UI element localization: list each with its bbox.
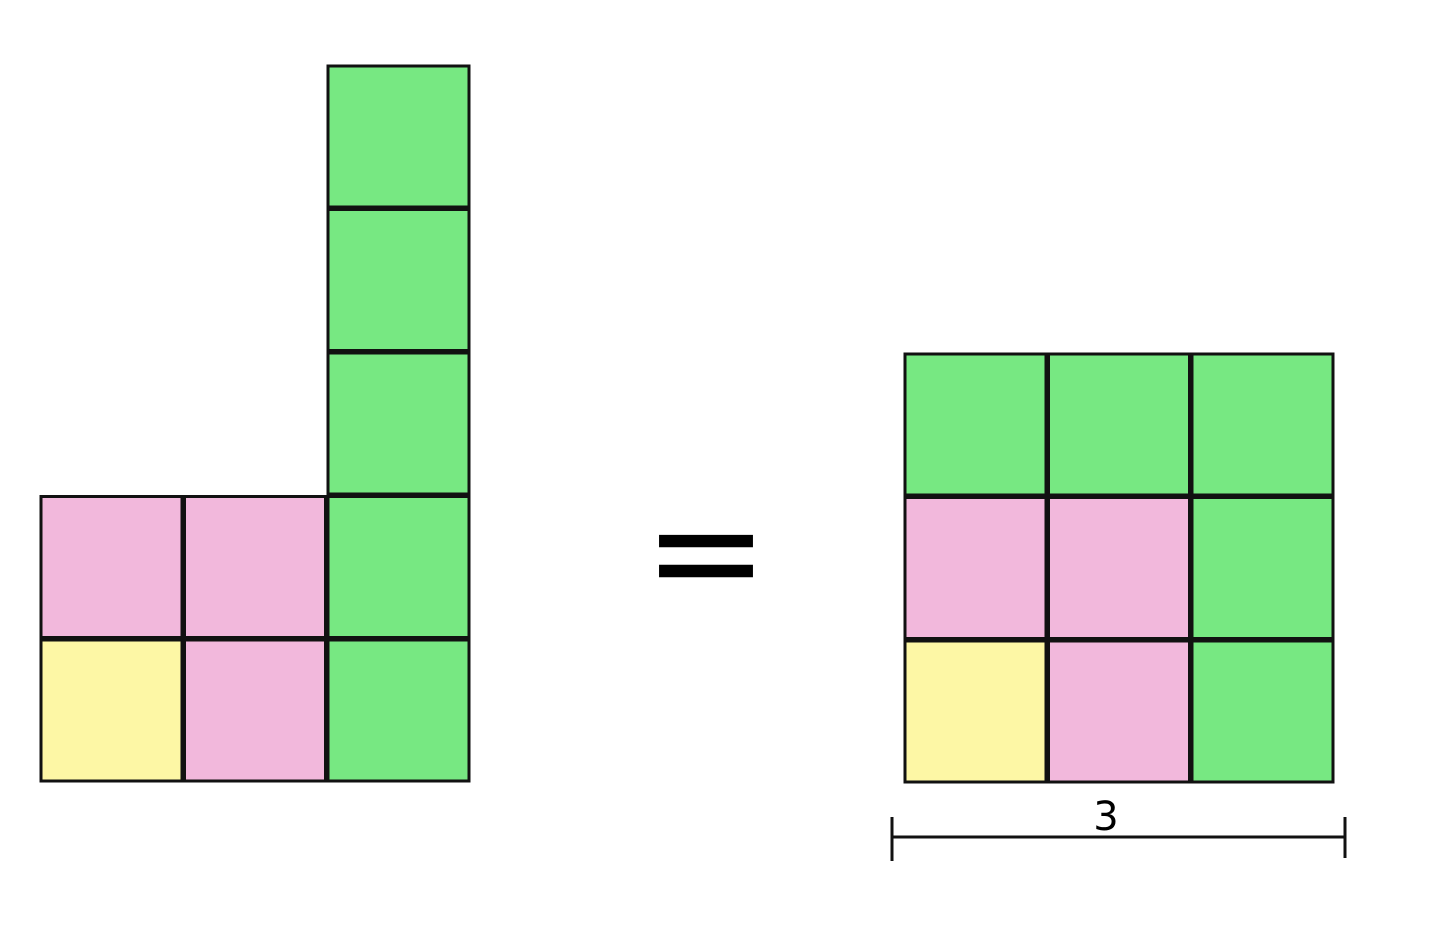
right-tile-green-1-2 (1190, 496, 1335, 640)
right-square-shape (903, 352, 1335, 784)
left-tile-green-2-1 (326, 495, 471, 639)
left-tile-green-2-2 (326, 351, 471, 496)
left-tile-green-2-3 (326, 208, 471, 352)
right-tile-green-0-1 (1047, 352, 1191, 497)
left-tile-pink-1-1 (183, 495, 327, 639)
right-tile-pink-2-1 (1047, 639, 1191, 784)
side-length-label: 3 (1093, 794, 1118, 840)
right-tile-yellow-2-0 (903, 639, 1048, 784)
left-tile-pink-0-1 (39, 495, 184, 639)
left-tile-green-2-0 (326, 638, 471, 783)
right-tile-green-0-0 (903, 352, 1048, 497)
dimension-marker: 3 (890, 794, 1347, 861)
equals-sign: = (643, 465, 769, 639)
right-tile-green-0-2 (1190, 352, 1335, 497)
left-l-shape (39, 64, 471, 783)
left-tile-yellow-0-0 (39, 638, 184, 783)
right-tile-pink-1-1 (1047, 496, 1191, 640)
right-tile-pink-1-0 (903, 496, 1048, 640)
left-tile-green-2-4 (326, 64, 471, 209)
right-tile-green-2-2 (1190, 639, 1335, 784)
left-tile-pink-1-0 (183, 638, 327, 783)
